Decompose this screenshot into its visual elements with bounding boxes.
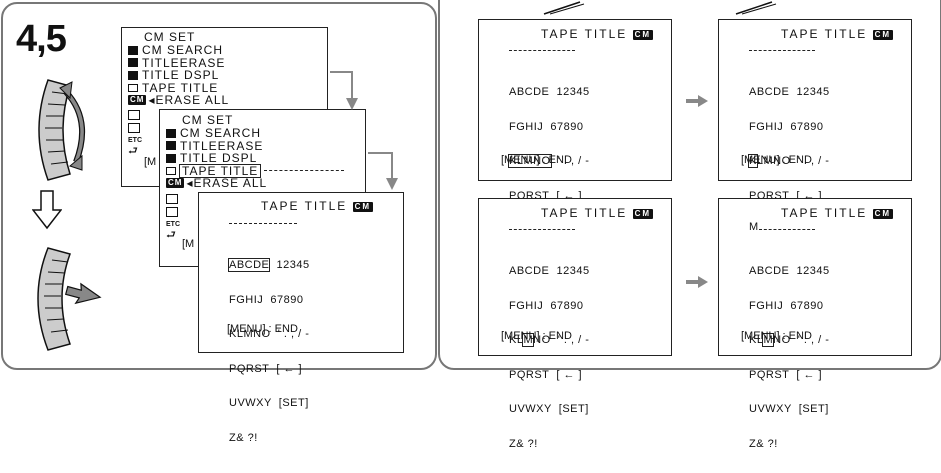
right-arrow-icon: [686, 276, 708, 288]
cm-icon: CM: [873, 30, 893, 40]
cm-icon: CM: [873, 209, 893, 219]
title-entry-line: [509, 229, 575, 231]
char-row: FGHIJ: [509, 300, 543, 312]
menu-end-label: [MENU] : END: [741, 330, 812, 342]
char-row: ABCDE: [749, 86, 789, 98]
char-row: ABCDE: [749, 265, 789, 277]
char-row: [SET]: [279, 397, 309, 409]
connector-arrows: [0, 0, 435, 372]
tape-title-screen-2: TAPE TITLE CM ABCDE 12345 FGHIJ 67890 KL…: [718, 19, 912, 181]
char-row: 12345: [797, 86, 830, 98]
char-row: 12345: [557, 265, 590, 277]
char-row: [ ← ]: [556, 369, 582, 381]
right-arrow-icon: [686, 95, 708, 107]
menu-end-label: [MENU] : END: [501, 154, 572, 166]
char-row: 67890: [790, 121, 823, 133]
char-row: [SET]: [559, 403, 589, 415]
tape-title-screen-1: TAPE TITLE CM ABCDE 12345 FGHIJ 67890 KL…: [478, 19, 672, 181]
char-row: ABCDE: [509, 265, 549, 277]
tape-title-heading: TAPE TITLE: [541, 206, 627, 220]
title-entry-line: [759, 229, 815, 231]
entered-char: M: [749, 221, 758, 233]
tape-title-screen-4: TAPE TITLE CM M ABCDE 12345 FGHIJ 67890 …: [718, 198, 912, 356]
menu-end-label: [MENU] : END: [501, 330, 572, 342]
char-row: Z& ?!: [229, 432, 258, 444]
char-row: Z& ?!: [749, 438, 778, 450]
top-arrow-fragments: [540, 0, 780, 16]
char-row: [SET]: [799, 403, 829, 415]
cm-icon: CM: [633, 30, 653, 40]
char-row: PQRST: [509, 369, 549, 381]
char-row: UVWXY: [229, 397, 272, 409]
char-row: FGHIJ: [749, 300, 783, 312]
menu-end-label: [MENU] : END: [741, 154, 812, 166]
char-row: 67890: [550, 300, 583, 312]
char-row: PQRST: [749, 369, 789, 381]
char-row: 12345: [797, 265, 830, 277]
char-row: FGHIJ: [749, 121, 783, 133]
char-row: Z& ?!: [509, 438, 538, 450]
tape-title-heading: TAPE TITLE: [541, 27, 627, 41]
char-row: 67890: [790, 300, 823, 312]
title-entry-line: [749, 50, 815, 52]
char-row: FGHIJ: [509, 121, 543, 133]
tape-title-heading: TAPE TITLE: [781, 206, 867, 220]
char-row: UVWXY: [509, 403, 552, 415]
char-row: 12345: [557, 86, 590, 98]
char-row: 67890: [550, 121, 583, 133]
tape-title-screen-3: TAPE TITLE CM ABCDE 12345 FGHIJ 67890 KL…: [478, 198, 672, 356]
title-entry-line: [509, 50, 575, 52]
tape-title-heading: TAPE TITLE: [781, 27, 867, 41]
char-row: ABCDE: [509, 86, 549, 98]
char-row: UVWXY: [749, 403, 792, 415]
char-row: [ ← ]: [796, 369, 822, 381]
cm-icon: CM: [633, 209, 653, 219]
